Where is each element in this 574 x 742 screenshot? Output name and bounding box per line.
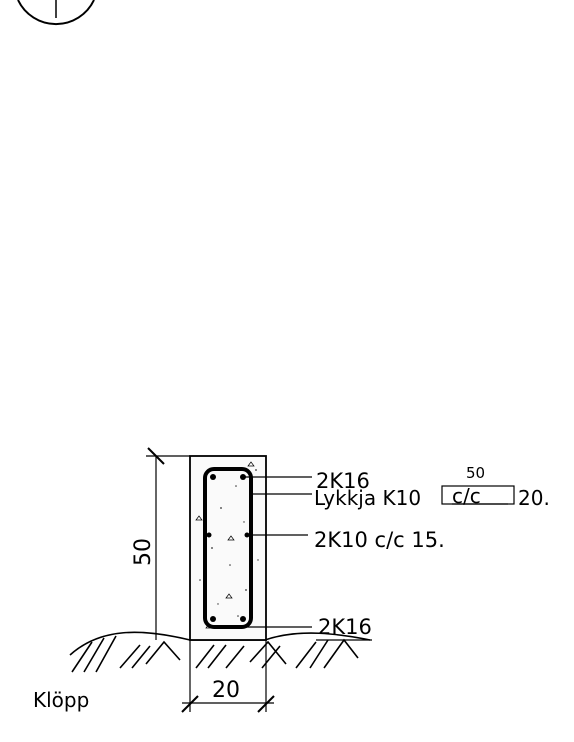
stirrup <box>203 467 253 629</box>
height-dimension <box>146 447 190 640</box>
leader-lines <box>245 476 312 628</box>
bottom-bar-label: 2K16 <box>318 615 372 639</box>
height-dim-label: 50 <box>131 538 156 566</box>
width-dim-label: 20 <box>212 678 240 703</box>
stirrup-label: Lykkja K10 <box>314 486 421 510</box>
detail-circle-marker <box>17 0 95 26</box>
stirrup-suffix-label: 20. <box>518 486 550 510</box>
concrete-section <box>189 455 267 641</box>
rebar-points <box>206 474 250 622</box>
stirrup-spacing-box: c/c <box>441 484 515 508</box>
middle-bar-label: 2K10 c/c 15. <box>314 528 445 552</box>
stirrup-dim-label: 50 <box>466 464 485 482</box>
top-bar-label: 2K16 <box>316 469 370 493</box>
ground-hatch <box>69 631 371 673</box>
width-dimension <box>181 640 275 713</box>
ground-label: Klöpp <box>33 688 89 712</box>
